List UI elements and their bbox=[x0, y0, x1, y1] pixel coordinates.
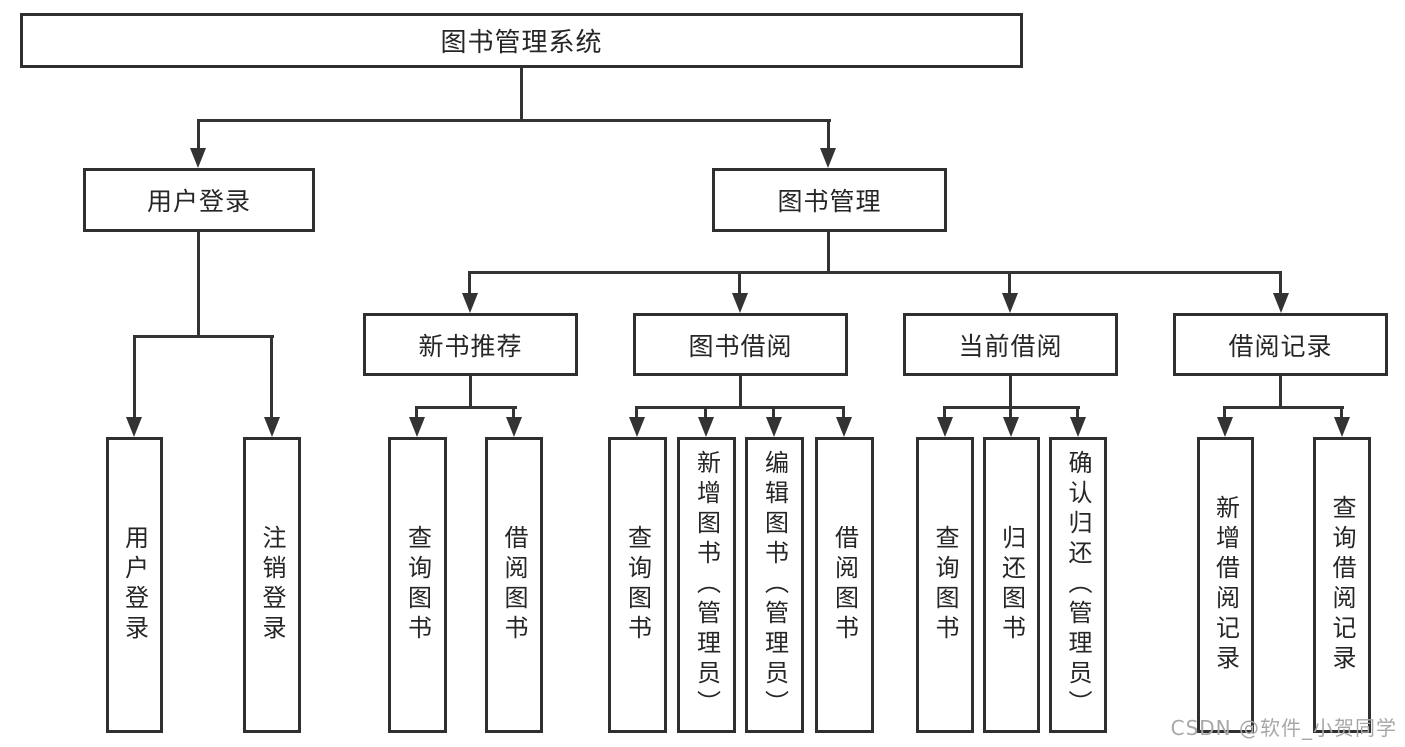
arrow-down-icon bbox=[820, 148, 836, 168]
connector-line bbox=[520, 68, 523, 122]
connector-line bbox=[1223, 406, 1344, 409]
connector-line bbox=[827, 232, 830, 274]
node-label: 借阅图书 bbox=[500, 525, 528, 645]
connector-line bbox=[842, 409, 845, 420]
node-label: 用户登录 bbox=[146, 187, 251, 216]
node-label: 图书管理系统 bbox=[440, 28, 603, 58]
arrow-down-icon bbox=[1334, 417, 1350, 437]
arrow-down-icon bbox=[629, 417, 645, 437]
arrow-down-icon bbox=[264, 417, 280, 437]
node-label: 查询借阅记录 bbox=[1328, 495, 1356, 675]
connector-line bbox=[943, 406, 1080, 409]
node-label: 查询图书 bbox=[623, 525, 652, 645]
connector-line bbox=[197, 119, 831, 122]
arrow-down-icon bbox=[1070, 417, 1086, 437]
connector-line bbox=[512, 409, 515, 420]
leaf-add-book-admin: 新增图书（管理员） bbox=[677, 437, 736, 733]
connector-line bbox=[1009, 376, 1012, 409]
connector-line bbox=[270, 338, 273, 420]
node-label: 借阅图书 bbox=[830, 525, 859, 645]
node-label: 新书推荐 bbox=[418, 331, 523, 361]
node-user-login: 用户登录 bbox=[83, 168, 315, 232]
arrow-down-icon bbox=[126, 417, 142, 437]
arrow-down-icon bbox=[937, 417, 953, 437]
connector-line bbox=[738, 274, 741, 296]
arrow-down-icon bbox=[1217, 417, 1233, 437]
arrow-down-icon bbox=[698, 417, 714, 437]
node-label: 查询图书 bbox=[403, 525, 432, 645]
node-label: 注销登录 bbox=[258, 525, 286, 645]
node-book-borrow: 图书借阅 bbox=[633, 313, 848, 376]
arrow-down-icon bbox=[1003, 417, 1019, 437]
connector-line bbox=[1223, 409, 1226, 420]
connector-line bbox=[468, 274, 471, 296]
connector-line bbox=[635, 406, 845, 409]
connector-line bbox=[1279, 274, 1282, 296]
leaf-user-login: 用户登录 bbox=[106, 437, 163, 733]
connector-line bbox=[1009, 409, 1012, 420]
arrow-down-icon bbox=[506, 417, 522, 437]
node-label: 查询图书 bbox=[931, 525, 959, 645]
node-label: 新增借阅记录 bbox=[1211, 495, 1240, 675]
node-label: 图书借阅 bbox=[688, 331, 793, 361]
node-root-system: 图书管理系统 bbox=[20, 13, 1023, 68]
node-label: 图书管理 bbox=[777, 187, 882, 216]
csdn-watermark: CSDN @软件_小贺同学 bbox=[1170, 716, 1397, 740]
leaf-return-book: 归还图书 bbox=[983, 437, 1040, 733]
leaf-confirm-return-admin: 确认归还（管理员） bbox=[1049, 437, 1107, 733]
connector-line bbox=[772, 409, 775, 420]
arrow-down-icon bbox=[409, 417, 425, 437]
leaf-query-book-current: 查询图书 bbox=[916, 437, 974, 733]
arrow-down-icon bbox=[462, 293, 478, 313]
leaf-add-borrow-record: 新增借阅记录 bbox=[1197, 437, 1254, 733]
node-label: 借阅记录 bbox=[1228, 331, 1333, 361]
node-label: 确认归还（管理员） bbox=[1064, 450, 1092, 720]
arrow-down-icon bbox=[836, 417, 852, 437]
node-label: 编辑图书（管理员） bbox=[760, 450, 789, 720]
arrow-down-icon bbox=[766, 417, 782, 437]
connector-line bbox=[415, 409, 418, 420]
connector-line bbox=[943, 409, 946, 420]
node-label: 新增图书（管理员） bbox=[692, 450, 721, 720]
arrow-down-icon bbox=[732, 293, 748, 313]
leaf-edit-book-admin: 编辑图书（管理员） bbox=[745, 437, 804, 733]
node-new-book-recommend: 新书推荐 bbox=[363, 313, 578, 376]
node-label: 当前借阅 bbox=[958, 331, 1063, 361]
connector-line bbox=[469, 376, 472, 409]
connector-line bbox=[1076, 409, 1079, 420]
connector-line bbox=[1279, 376, 1282, 409]
connector-line bbox=[133, 335, 274, 338]
connector-line bbox=[133, 338, 136, 420]
arrow-down-icon bbox=[1273, 293, 1289, 313]
leaf-query-borrow-record: 查询借阅记录 bbox=[1313, 437, 1371, 733]
connector-line bbox=[197, 122, 200, 150]
node-label: 归还图书 bbox=[997, 525, 1026, 645]
node-label: 用户登录 bbox=[120, 525, 149, 645]
arrow-down-icon bbox=[190, 148, 206, 168]
node-current-borrow: 当前借阅 bbox=[903, 313, 1118, 376]
node-book-management: 图书管理 bbox=[712, 168, 947, 232]
node-borrow-record: 借阅记录 bbox=[1173, 313, 1388, 376]
connector-line bbox=[1008, 274, 1011, 296]
connector-line bbox=[468, 271, 1282, 274]
leaf-borrow-book: 借阅图书 bbox=[815, 437, 874, 733]
connector-line bbox=[415, 406, 517, 409]
leaf-logout: 注销登录 bbox=[243, 437, 301, 733]
connector-line bbox=[635, 409, 638, 420]
connector-line bbox=[1340, 409, 1343, 420]
connector-line bbox=[197, 232, 200, 338]
arrow-down-icon bbox=[1002, 293, 1018, 313]
connector-line bbox=[739, 376, 742, 409]
leaf-query-book-recommend: 查询图书 bbox=[388, 437, 447, 733]
leaf-query-book-borrow: 查询图书 bbox=[608, 437, 667, 733]
leaf-borrow-book-recommend: 借阅图书 bbox=[485, 437, 543, 733]
connector-line bbox=[827, 122, 830, 150]
connector-line bbox=[704, 409, 707, 420]
